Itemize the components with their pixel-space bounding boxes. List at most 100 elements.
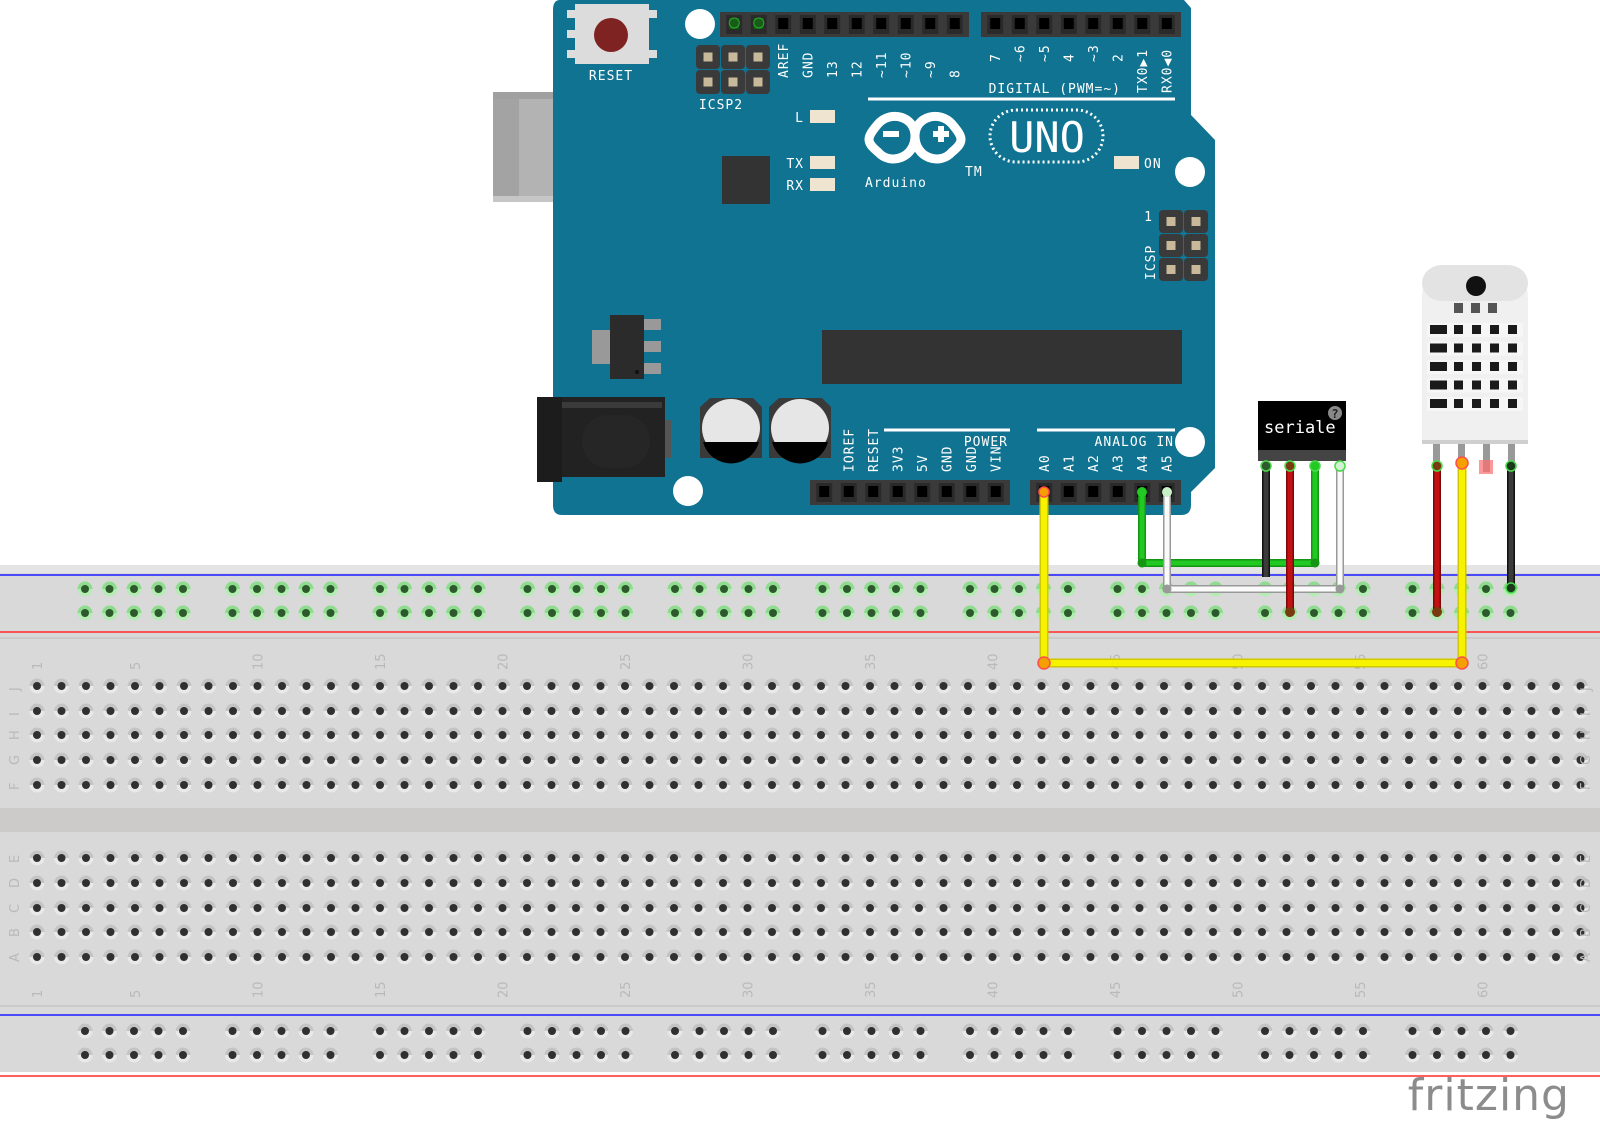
breadboard-hole[interactable] [299, 850, 314, 866]
breadboard-hole[interactable] [642, 949, 658, 965]
breadboard-hole[interactable] [1499, 924, 1515, 940]
breadboard-hole[interactable] [862, 900, 878, 916]
breadboard-hole[interactable] [764, 777, 780, 793]
breadboard-hole[interactable] [127, 875, 143, 891]
breadboard-hole[interactable] [323, 605, 338, 621]
breadboard-hole[interactable] [152, 949, 167, 965]
breadboard-hole[interactable] [1156, 703, 1172, 719]
breadboard-hole[interactable] [1254, 924, 1270, 940]
breadboard-hole[interactable] [838, 752, 853, 768]
breadboard-hole[interactable] [813, 727, 829, 743]
wire-bendpoint[interactable] [1335, 584, 1345, 594]
breadboard-hole[interactable] [1110, 581, 1125, 597]
breadboard-hole[interactable] [911, 850, 927, 866]
icsp-pin[interactable] [721, 70, 745, 94]
breadboard-hole[interactable] [1156, 727, 1172, 743]
breadboard-hole[interactable] [1377, 875, 1392, 891]
header-pin[interactable] [1109, 15, 1126, 34]
breadboard-hole[interactable] [1352, 777, 1368, 793]
breadboard-hole[interactable] [102, 581, 117, 597]
breadboard-hole[interactable] [250, 678, 265, 694]
breadboard-hole[interactable] [1181, 875, 1196, 891]
breadboard-hole[interactable] [569, 605, 584, 621]
breadboard-hole[interactable] [618, 1023, 633, 1039]
breadboard-hole[interactable] [789, 678, 804, 694]
breadboard-hole[interactable] [421, 678, 437, 694]
breadboard-hole[interactable] [789, 949, 804, 965]
wire-endpoint[interactable] [1455, 456, 1469, 470]
breadboard-hole[interactable] [568, 900, 584, 916]
breadboard-hole[interactable] [127, 703, 143, 719]
breadboard-hole[interactable] [1450, 924, 1466, 940]
breadboard-hole[interactable] [568, 924, 584, 940]
breadboard-hole[interactable] [544, 1023, 560, 1039]
breadboard-hole[interactable] [323, 703, 339, 719]
breadboard-hole[interactable] [372, 678, 388, 694]
breadboard-hole[interactable] [764, 703, 780, 719]
breadboard-hole[interactable] [1107, 949, 1123, 965]
breadboard-hole[interactable] [544, 703, 559, 719]
breadboard-hole[interactable] [1450, 875, 1466, 891]
breadboard-hole[interactable] [446, 949, 461, 965]
breadboard-hole[interactable] [519, 727, 535, 743]
breadboard-hole[interactable] [1377, 777, 1392, 793]
header-pin[interactable] [1085, 483, 1102, 502]
breadboard-hole[interactable] [201, 924, 216, 940]
breadboard-hole[interactable] [913, 1047, 928, 1063]
breadboard-hole[interactable] [1156, 777, 1172, 793]
breadboard-hole[interactable] [716, 1047, 732, 1063]
breadboard-hole[interactable] [397, 1047, 412, 1063]
breadboard-hole[interactable] [691, 850, 706, 866]
breadboard-hole[interactable] [740, 678, 755, 694]
breadboard-hole[interactable] [1548, 703, 1564, 719]
breadboard-hole[interactable] [1205, 678, 1221, 694]
breadboard-hole[interactable] [29, 678, 45, 694]
breadboard-hole[interactable] [103, 900, 118, 916]
breadboard-hole[interactable] [985, 900, 1000, 916]
breadboard-hole[interactable] [298, 1023, 314, 1039]
breadboard-hole[interactable] [348, 777, 363, 793]
breadboard-hole[interactable] [446, 605, 461, 621]
breadboard-hole[interactable] [666, 924, 682, 940]
breadboard-hole[interactable] [617, 777, 633, 793]
breadboard-hole[interactable] [617, 727, 633, 743]
breadboard-hole[interactable] [593, 875, 608, 891]
breadboard-hole[interactable] [102, 605, 117, 621]
breadboard-hole[interactable] [911, 875, 927, 891]
breadboard-hole[interactable] [176, 703, 192, 719]
breadboard-hole[interactable] [1401, 727, 1417, 743]
breadboard-hole[interactable] [617, 752, 633, 768]
breadboard-hole[interactable] [741, 605, 756, 621]
breadboard-hole[interactable] [568, 875, 584, 891]
breadboard-hole[interactable] [495, 703, 510, 719]
breadboard-hole[interactable] [887, 850, 902, 866]
breadboard-hole[interactable] [544, 777, 559, 793]
breadboard-hole[interactable] [470, 605, 486, 621]
breadboard-hole[interactable] [1499, 752, 1515, 768]
header-pin[interactable] [726, 15, 743, 34]
breadboard-hole[interactable] [667, 605, 683, 621]
breadboard-hole[interactable] [446, 581, 461, 597]
breadboard-hole[interactable] [372, 777, 388, 793]
breadboard-hole[interactable] [1279, 924, 1294, 940]
breadboard-hole[interactable] [519, 900, 535, 916]
breadboard-hole[interactable] [864, 605, 879, 621]
breadboard-hole[interactable] [862, 678, 878, 694]
breadboard-hole[interactable] [274, 1047, 289, 1063]
help-icon[interactable] [1328, 406, 1342, 420]
breadboard-hole[interactable] [1208, 1047, 1223, 1063]
breadboard-hole[interactable] [397, 605, 412, 621]
breadboard-hole[interactable] [348, 727, 363, 743]
breadboard-hole[interactable] [1548, 924, 1564, 940]
breadboard-hole[interactable] [1401, 752, 1417, 768]
breadboard-hole[interactable] [78, 777, 94, 793]
breadboard-hole[interactable] [987, 1023, 1002, 1039]
breadboard-hole[interactable] [250, 900, 265, 916]
icsp-pin[interactable] [1159, 210, 1183, 233]
breadboard-hole[interactable] [78, 924, 94, 940]
breadboard-hole[interactable] [520, 581, 535, 597]
breadboard-hole[interactable] [544, 949, 559, 965]
breadboard-hole[interactable] [838, 727, 853, 743]
breadboard-hole[interactable] [1573, 949, 1588, 965]
breadboard-hole[interactable] [519, 875, 535, 891]
